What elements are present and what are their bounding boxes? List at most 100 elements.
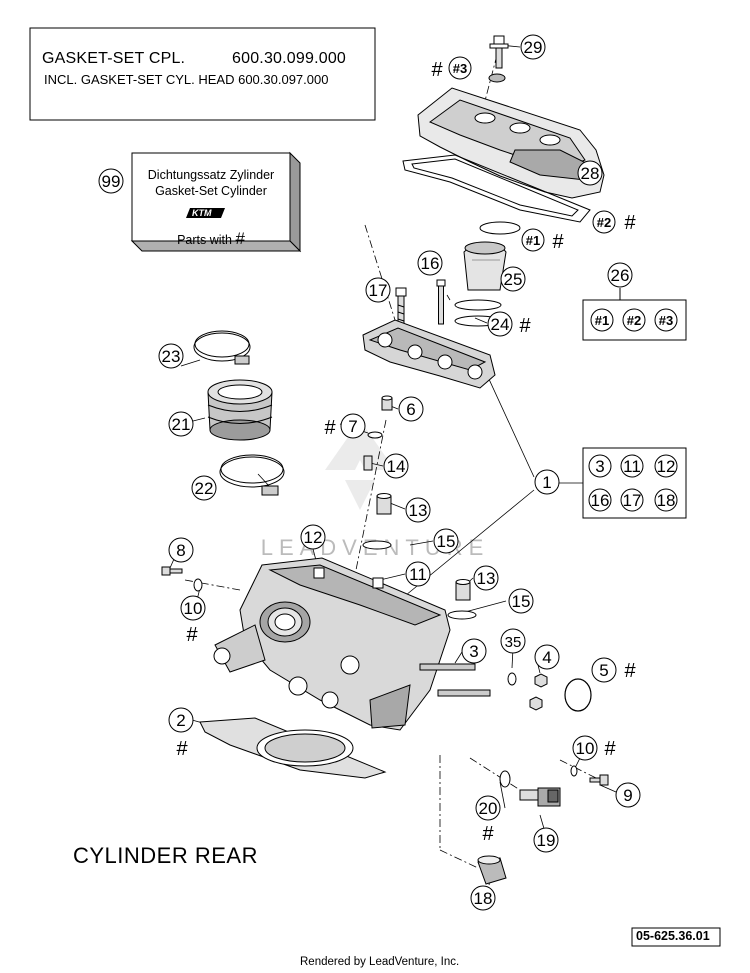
svg-text:18: 18 xyxy=(657,491,676,510)
diagram-caption: CYLINDER REAR xyxy=(73,843,258,868)
callout-19: 19 xyxy=(533,827,559,853)
svg-text:12: 12 xyxy=(657,457,676,476)
render-credit: Rendered by LeadVenture, Inc. xyxy=(300,956,460,968)
part-15-washer-lower xyxy=(447,610,477,620)
part-29-bolt xyxy=(488,35,509,83)
svg-text:5: 5 xyxy=(599,661,608,680)
part-20-washer xyxy=(499,770,511,788)
part-13-sleeve xyxy=(376,493,392,515)
hash-part-10-right: # xyxy=(604,738,616,760)
svg-text:10: 10 xyxy=(184,599,203,618)
camshaft-carrier xyxy=(362,319,496,389)
kit-box-line-1: Dichtungssatz Zylinder xyxy=(147,168,275,182)
group26-marker-3: #3 xyxy=(654,308,678,332)
callout-21: 21 xyxy=(168,411,194,437)
kit-box-hash: # xyxy=(235,229,245,248)
part-28-valve-cover xyxy=(417,87,605,199)
svg-text:16: 16 xyxy=(421,254,440,273)
axis-lines xyxy=(184,54,601,869)
callout-2: 2 xyxy=(168,707,194,733)
svg-text:11: 11 xyxy=(409,565,427,584)
svg-text:28: 28 xyxy=(581,164,600,183)
hash-marker-2: # xyxy=(624,212,636,234)
part-2-head-gasket xyxy=(199,717,387,779)
header-box xyxy=(29,27,376,121)
svg-text:35: 35 xyxy=(505,634,522,651)
svg-text:9: 9 xyxy=(623,786,632,805)
kit-box-line-3: Parts with xyxy=(177,233,232,247)
svg-text:#2: #2 xyxy=(597,215,611,230)
gasket-marker-2: #2 xyxy=(592,210,616,234)
part-21-intake-boot xyxy=(207,379,273,441)
gasket-set-number: 600.30.099.000 xyxy=(232,50,347,67)
hash-part-20: # xyxy=(482,823,494,845)
group1-callout-11: 11 xyxy=(620,454,644,478)
callout-15-upper: 15 xyxy=(433,528,459,554)
group26-marker-1: #1 xyxy=(590,308,614,332)
svg-text:#3: #3 xyxy=(453,61,467,76)
svg-text:22: 22 xyxy=(195,479,214,498)
svg-text:17: 17 xyxy=(623,491,642,510)
callout-10-left: 10 xyxy=(180,595,206,621)
part-3-studs xyxy=(419,663,491,697)
svg-text:18: 18 xyxy=(474,889,493,908)
svg-text:20: 20 xyxy=(479,799,498,818)
part-35-ring xyxy=(507,672,517,686)
svg-text:#2: #2 xyxy=(627,313,641,328)
callout-18: 18 xyxy=(470,885,496,911)
svg-text:17: 17 xyxy=(369,281,388,300)
callout-35: 35 xyxy=(500,628,526,654)
part-15-washer xyxy=(362,540,392,550)
callout-23: 23 xyxy=(158,343,184,369)
group1-callout-16: 16 xyxy=(588,488,612,512)
group26-marker-2: #2 xyxy=(622,308,646,332)
group1-callout-18: 18 xyxy=(654,488,678,512)
callout-15-lower: 15 xyxy=(508,588,534,614)
svg-text:16: 16 xyxy=(591,491,610,510)
hash-part-2: # xyxy=(176,738,188,760)
svg-text:4: 4 xyxy=(542,648,551,667)
part-10-washer-right xyxy=(570,765,578,777)
callout-13-upper: 13 xyxy=(405,497,431,523)
callout-99: 99 xyxy=(98,168,124,194)
svg-text:2: 2 xyxy=(176,711,185,730)
watermark-logo xyxy=(325,420,395,510)
svg-text:21: 21 xyxy=(172,415,191,434)
part-5-o-ring xyxy=(564,678,592,712)
callout-11: 11 xyxy=(405,561,431,587)
svg-text:26: 26 xyxy=(611,266,630,285)
hash-part-10-left: # xyxy=(186,624,198,646)
part-8-bolt xyxy=(161,566,183,576)
gasket-marker-1: #1 xyxy=(521,228,545,252)
ktm-logo-text: KTM xyxy=(192,208,212,218)
callouts: 99 29 28 25 26 24 17 16 23 21 22 6 7 14 … xyxy=(98,34,678,911)
cylinder-head xyxy=(213,557,451,731)
callout-5: 5 xyxy=(591,657,617,683)
hash-marker-3: # xyxy=(431,59,443,81)
callout-16: 16 xyxy=(417,250,443,276)
hash-marker-1: # xyxy=(552,231,564,253)
part-10-washer-left xyxy=(193,578,203,592)
callout-3: 3 xyxy=(461,638,487,664)
part-number-box xyxy=(631,927,721,947)
hash-part-5: # xyxy=(624,660,636,682)
svg-text:1: 1 xyxy=(542,473,551,492)
diagram-part-number: 05-625.36.01 xyxy=(636,929,710,943)
part-13-sleeve-lower xyxy=(455,579,471,601)
part-7-seal xyxy=(367,431,383,439)
part-4-nuts xyxy=(529,673,548,711)
part-25-gasket-ring xyxy=(479,221,521,235)
svg-text:3: 3 xyxy=(595,457,604,476)
svg-text:13: 13 xyxy=(477,569,496,588)
callout-12: 12 xyxy=(300,524,326,550)
svg-text:12: 12 xyxy=(304,528,323,547)
svg-text:23: 23 xyxy=(162,347,181,366)
svg-text:29: 29 xyxy=(524,38,543,57)
svg-text:11: 11 xyxy=(623,457,641,476)
callout-14: 14 xyxy=(383,453,409,479)
callout-24: 24 xyxy=(487,311,513,337)
gasket-set-label: GASKET-SET CPL. xyxy=(42,50,186,67)
part-9-bolt xyxy=(589,774,609,786)
part-25-spark-plug-sleeve xyxy=(463,241,507,291)
callout-6: 6 xyxy=(398,396,424,422)
